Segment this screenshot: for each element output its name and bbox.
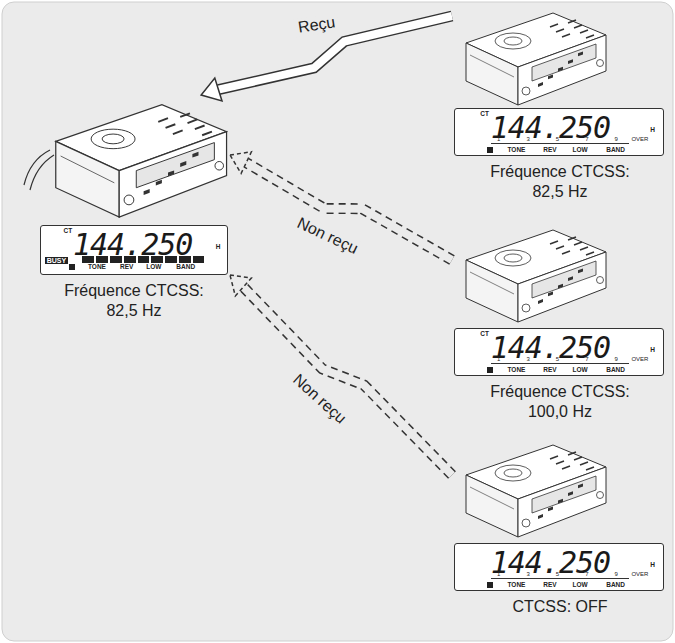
lcd-display: CT144.250BUSY TONE REV LOW BAND H — [40, 225, 228, 275]
scale-line — [491, 363, 630, 364]
lcd-indicator: BUSY — [45, 257, 68, 264]
lcd-indicator: CT — [64, 228, 73, 235]
scale-line — [491, 578, 630, 579]
function-key-mark — [487, 367, 493, 373]
ctcss-caption: Fréquence CTCSS: 82,5 Hz — [59, 281, 209, 321]
lcd-indicator: 3 — [526, 136, 529, 142]
lcd-indicator: H — [650, 562, 655, 569]
lcd-indicator: H — [216, 244, 221, 251]
radio-unit: CT144.2501 3 5 7 9 OVER TONE REV LOW BAND H Fréquen… — [452, 4, 668, 210]
lcd-indicator: REV — [543, 147, 556, 154]
lcd-indicator: LOW — [573, 147, 588, 154]
lcd-indicator: 7 — [585, 136, 588, 142]
lcd-indicator: 1 — [497, 356, 500, 362]
lcd-display: 144.2501 3 5 7 9 OVER TONE REV LOW BAND H — [454, 543, 664, 591]
lcd-indicator: REV — [543, 582, 556, 589]
ctcss-caption: CTCSS: OFF — [480, 597, 640, 617]
lcd-indicator: 1 — [497, 136, 500, 142]
lcd-indicator: REV — [543, 367, 556, 374]
radio-unit: CT144.2501 3 5 7 9 OVER TONE REV LOW BAND H Fréquen… — [452, 220, 668, 426]
lcd-indicator: BAND — [606, 367, 625, 374]
lcd-indicator: 3 — [526, 571, 529, 577]
lcd-indicator: 5 — [556, 356, 559, 362]
function-key-mark — [487, 582, 493, 588]
lcd-indicator: CT — [480, 111, 489, 118]
ctcss-caption: Fréquence CTCSS: 100,0 Hz — [480, 382, 640, 422]
lcd-indicator: 9 — [615, 136, 618, 142]
signal-bar — [193, 256, 205, 263]
frequency-readout: 144.250 — [491, 548, 610, 578]
lcd-indicator: OVER — [631, 571, 648, 577]
lcd-indicator: OVER — [631, 356, 648, 362]
lcd-indicator: TONE — [508, 367, 526, 374]
lcd-indicator: REV — [120, 264, 133, 271]
lcd-indicator: H — [650, 127, 655, 134]
lcd-indicator: OVER — [631, 136, 648, 142]
blocked-signal-arrow — [230, 152, 452, 260]
ctcss-caption: Fréquence CTCSS: 82,5 Hz — [480, 162, 640, 202]
lcd-indicator: 5 — [556, 571, 559, 577]
lcd-indicator: BAND — [606, 582, 625, 589]
function-key-mark — [69, 264, 75, 270]
lcd-indicator: BAND — [176, 264, 195, 271]
lcd-indicator: 7 — [585, 571, 588, 577]
scale-line — [491, 143, 630, 144]
radio-illustration — [466, 445, 606, 537]
lcd-indicator: 9 — [615, 571, 618, 577]
lcd-indicator: LOW — [573, 582, 588, 589]
lcd-display: CT144.2501 3 5 7 9 OVER TONE REV LOW BAND H — [454, 108, 664, 156]
lcd-indicator: CT — [480, 331, 489, 338]
radio-illustration — [466, 230, 606, 322]
radio-unit: 144.2501 3 5 7 9 OVER TONE REV LOW BAND H CTCSS: OF… — [452, 435, 668, 630]
lcd-indicator: LOW — [573, 367, 588, 374]
radio-unit: CT144.250BUSY TONE REV LOW BAND H Fréquence CT… — [38, 95, 230, 330]
frequency-readout: 144.250 — [73, 230, 192, 260]
lcd-indicator: 7 — [585, 356, 588, 362]
radio-illustration — [24, 105, 227, 217]
lcd-indicator: 3 — [526, 356, 529, 362]
lcd-display: CT144.2501 3 5 7 9 OVER TONE REV LOW BAND H — [454, 328, 664, 376]
lcd-indicator: TONE — [508, 582, 526, 589]
lcd-indicator: H — [650, 347, 655, 354]
lcd-indicator: TONE — [508, 147, 526, 154]
blocked-signal-arrow — [230, 275, 452, 475]
function-key-mark — [487, 147, 493, 153]
lcd-indicator: 5 — [556, 136, 559, 142]
lcd-indicator: LOW — [146, 264, 161, 271]
lcd-indicator: TONE — [88, 264, 106, 271]
frequency-readout: 144.250 — [491, 333, 610, 363]
lcd-indicator: BAND — [606, 147, 625, 154]
lcd-indicator: 1 — [497, 571, 500, 577]
radio-illustration — [466, 13, 606, 105]
frequency-readout: 144.250 — [491, 113, 610, 143]
lcd-indicator: 9 — [615, 356, 618, 362]
